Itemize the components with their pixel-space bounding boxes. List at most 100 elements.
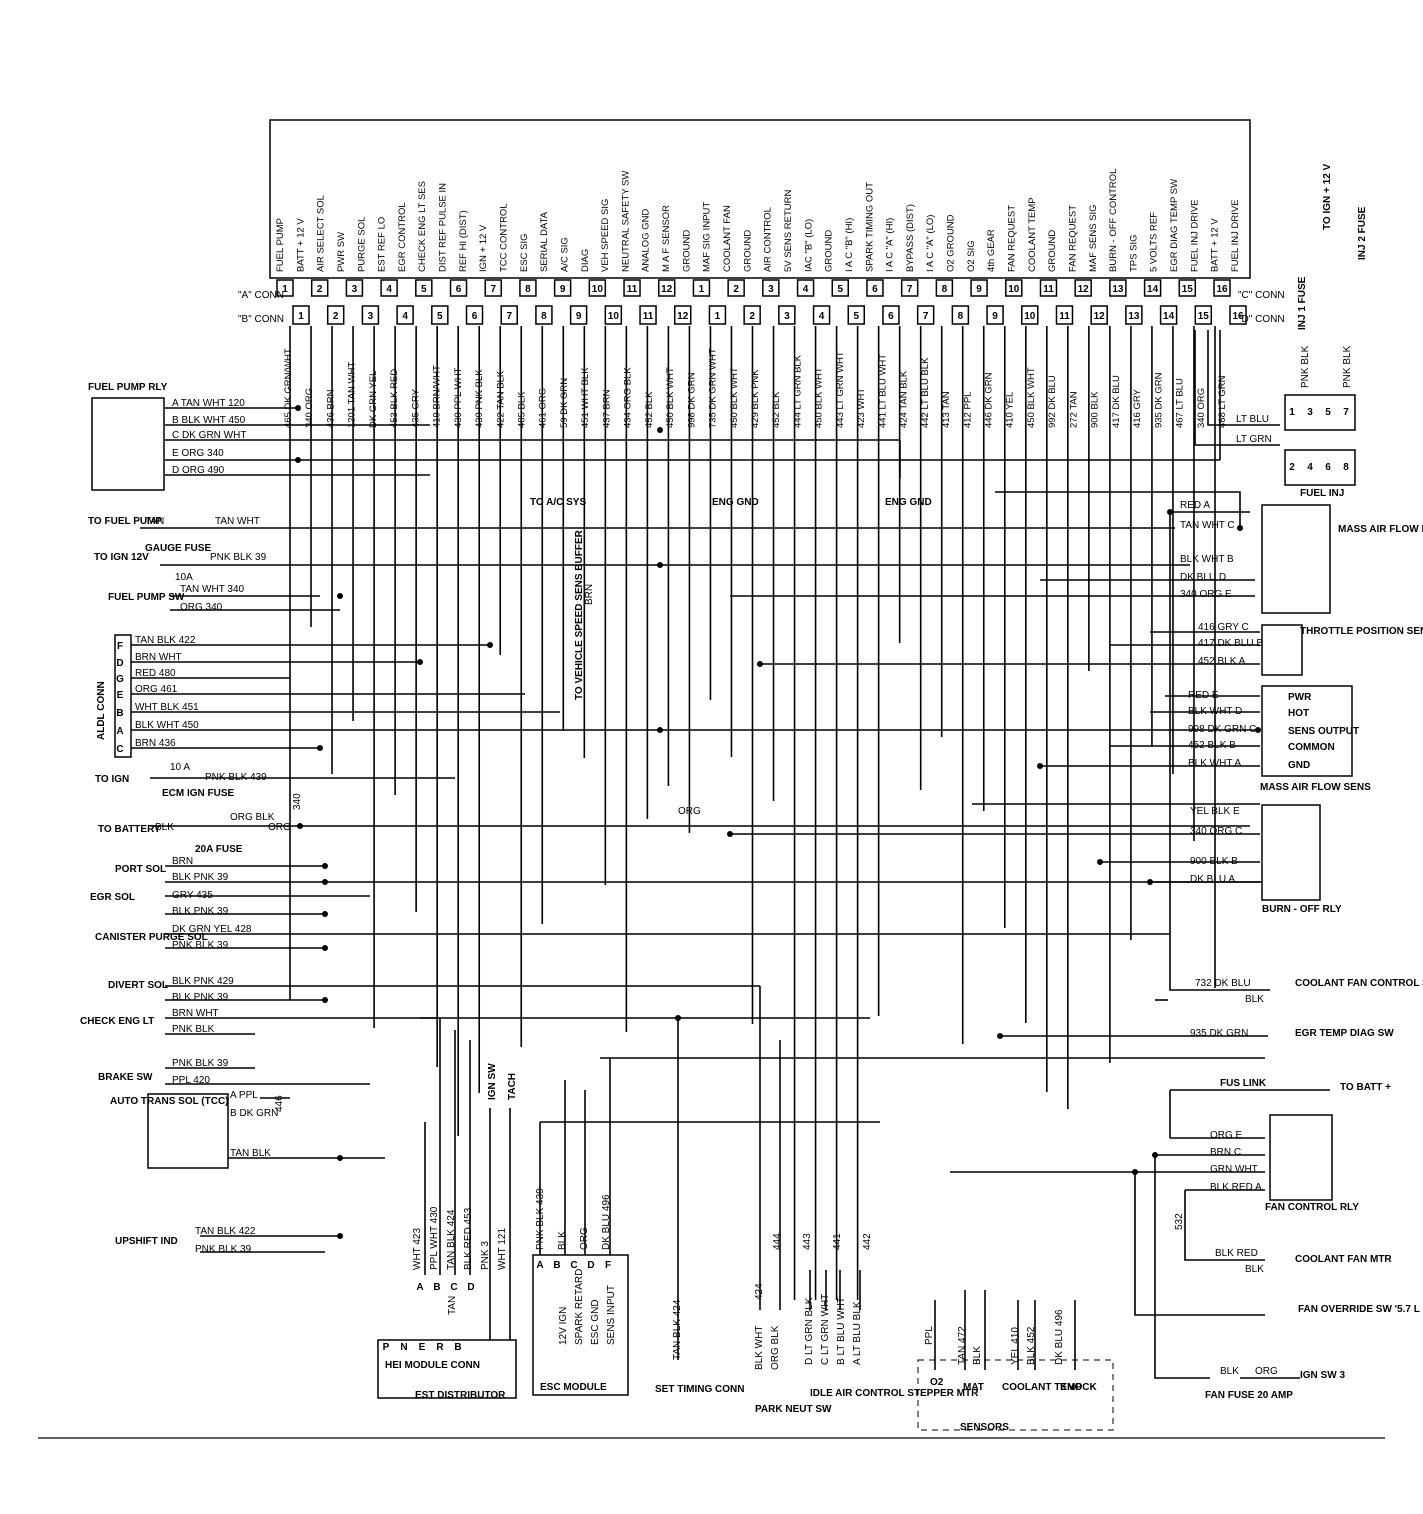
junction-dot [337,1233,343,1239]
junction-dot [337,1155,343,1161]
ecm-pin-number: 14 [1163,311,1175,322]
component-label: B BLK WHT 450 [172,415,246,426]
ecm-pin-function: A/C SIG [559,237,570,272]
ecm-pin-number: 15 [1182,284,1194,295]
conn-c-label: "C" CONN [1238,290,1285,301]
component-label: C DK GRN WHT [172,430,246,441]
ecm-pin-number: 13 [1112,284,1124,295]
ecm-pin-number: 3 [368,311,374,322]
ecm-pin-function: COOLANT TEMP [1027,197,1038,272]
ecm-box [269,119,1251,279]
ecm-wire-label: 416 GRY [1132,388,1143,428]
component-label: D [587,1260,594,1271]
fuel-inj-box [1284,394,1356,486]
component-label: YEL BLK E [1190,806,1240,817]
component-label: GRY 435 [172,890,213,901]
esc-wire: ORG [579,1227,590,1250]
ecm-wire-label: 735 DK GRN WHT [708,348,719,428]
ecm-pin-number: 8 [942,284,948,295]
ecm-wire-label: 998 DK GRN [686,372,697,428]
ecm-wire-label: 59 DK GRN [559,378,570,428]
component-label: C [116,744,123,755]
ecm-pin-function: VEH SPEED SIG [600,199,611,272]
ecm-wire-label: 429 BLK PNK [750,369,761,428]
ecm-pin-cell [465,305,484,325]
component-label: RED 480 [135,668,176,679]
ecm-pin-cell [1213,279,1231,297]
ecm-pin-cell [1229,305,1247,325]
ecm-pin-cell [588,279,607,297]
ecm-pin-cell [484,279,502,297]
component-label: B [454,1342,461,1353]
ecm-pin-cell [762,279,780,297]
ecm-pin-number: 2 [333,311,339,322]
component-label: P [383,1342,390,1353]
ecm-pin-cell [639,305,657,325]
ecm-pin-number: 8 [541,311,547,322]
component-label: BLK PNK 39 [172,992,229,1003]
ecm-pin-function: GROUND [742,230,753,272]
esc-func: SENS INPUT [606,1285,617,1345]
component-label: 2 [1289,462,1295,473]
ecm-pin-function: COOLANT FAN [722,205,733,272]
ecm-pin-number: 14 [1147,284,1159,295]
ecm-pin-function: BATT + 12 V [295,218,306,272]
ecm-wire-label: 410 YEL [1005,392,1016,428]
ecm-pin-number: 1 [715,311,721,322]
ecm-pin-number: 7 [490,284,496,295]
iac-label: IDLE AIR CONTROL STEPPER MTR [810,1388,979,1399]
ecm-pin-number: 11 [1043,284,1054,295]
ecm-pin-function: 4th GEAR [986,229,997,272]
ecm-pin-number: 4 [386,284,392,295]
ecm-pin-cell [951,305,970,325]
component-label: 10A [175,572,193,583]
component-label: FUS LINK [1220,1078,1267,1089]
sensors-label: SENSORS [960,1422,1009,1433]
esc-func: SPARK RETARD [574,1269,585,1345]
ecm-pin-function: BURN - OFF CONTROL [1108,169,1119,272]
eng-gnd-label: ENG GND [885,497,932,508]
ecm-pin-function: NEUTRAL SAFETY SW [620,171,631,272]
ecm-wire-label: 436 BRN [325,389,336,428]
ecm-pin-cell [1143,279,1162,297]
mat-wire: BLK [972,1346,983,1365]
ecm-pin-function: 5V SENS RETURN [783,190,794,272]
ecm-pin-cell [449,279,468,297]
ecm-pin-cell [361,305,380,325]
ecm-wire-label: 452 BLK [644,391,655,428]
ecm-wire-label: 435 GRY [410,388,421,428]
ecm-pin-cell [1125,305,1143,325]
fuel-pump-rly: FUEL PUMP RLY [88,382,168,491]
component-label: PNK BLK 39 [172,1058,229,1069]
conn-b-label: "B" CONN [238,314,284,325]
ecm-right-drops [1194,330,1280,460]
wire-446: 446 [274,1095,285,1112]
junction-dot [322,879,328,885]
component-label: B [116,708,123,719]
fuel-pump-sw-label: FUEL PUMP SW [108,592,185,603]
component-label: 3 [1307,407,1313,418]
iac-wire: 444 [772,1233,783,1250]
ecm-pin-number: 6 [456,284,462,295]
component-label: D [116,658,123,669]
component-label: BLK [1245,1264,1264,1275]
component-label: GND [1288,760,1310,771]
junction-dot [1097,859,1103,865]
to-battery-label: TO BATTERY [98,824,161,835]
ecm-pin-number: 12 [661,284,673,295]
ign-sw-label: IGN SW [487,1063,498,1100]
component-label: BRN 436 [135,738,176,749]
knock-label: KNOCK [1060,1382,1097,1393]
ecm-pin-cell [986,305,1004,325]
iac-wire: C LT GRN WHT [820,1294,831,1365]
ecm-pin-number: 8 [525,284,531,295]
mat-label: MAT [963,1382,984,1393]
fan-control-rly-label: FAN CONTROL RLY [1265,1202,1359,1213]
component-label: BLK RED A [1210,1182,1262,1193]
fan-override-label: FAN OVERRIDE SW '5.7 L ONLY' [1298,1304,1423,1315]
iac-wire: A LT BLU BLK [852,1301,863,1365]
ecm-wire-label: 450 BLK WHT [814,367,825,428]
component-label: E ORG 340 [172,448,224,459]
ecm-wire-label: 451 WHT BLK [580,367,591,428]
ecm-pin-function: FAN REQUEST [1006,205,1017,272]
